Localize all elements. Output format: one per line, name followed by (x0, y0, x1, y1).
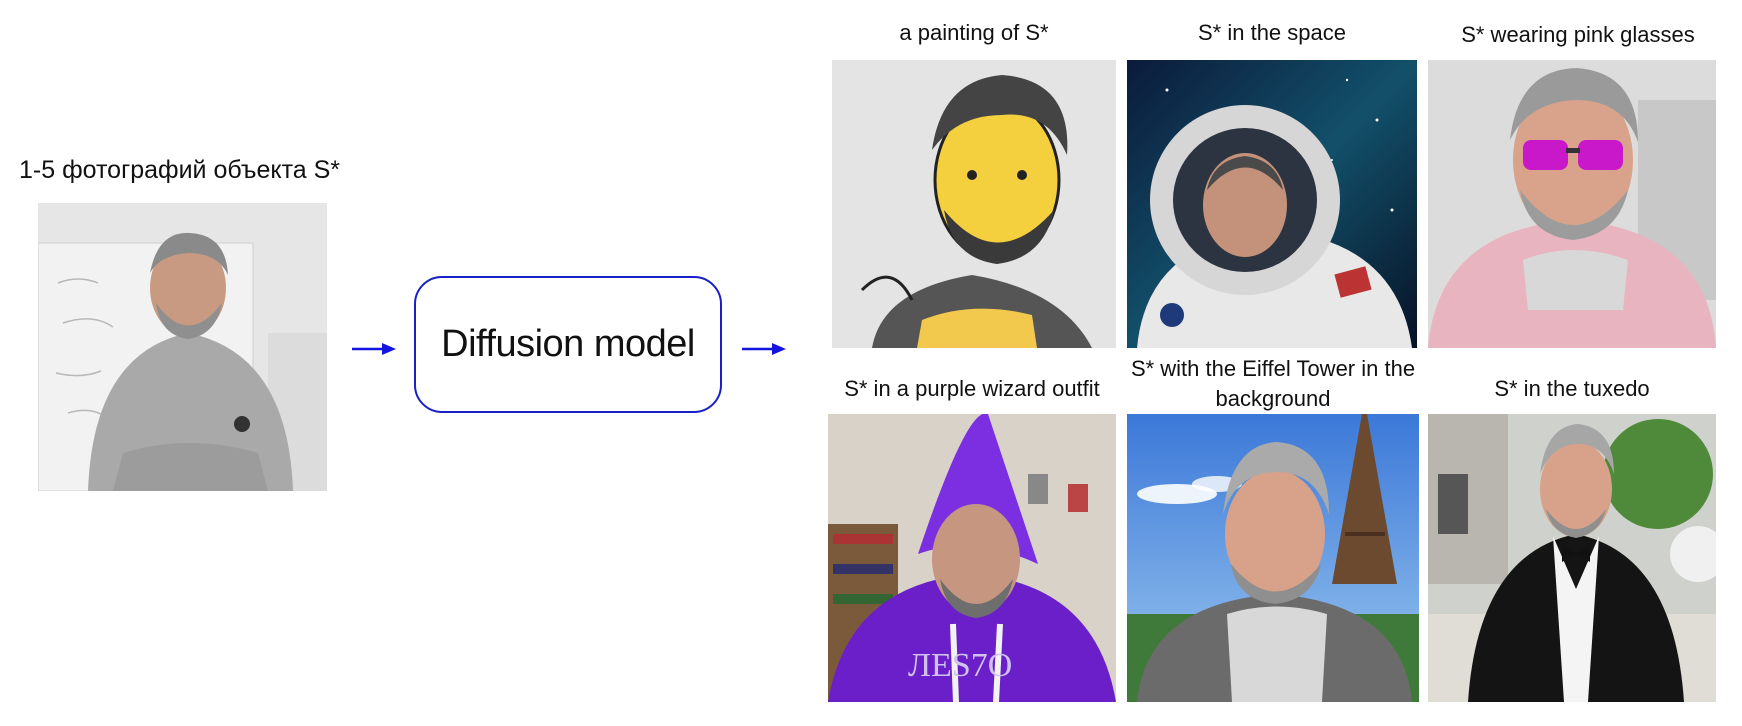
arrow-to-outputs (742, 341, 786, 357)
caption-pink-glasses: S* wearing pink glasses (1461, 22, 1695, 47)
output-wizard-image: ЛES7O (828, 414, 1116, 702)
caption-eiffel: S* with the Eiffel Tower in the backgrou… (1130, 356, 1416, 411)
output-eiffel-image (1127, 414, 1419, 702)
diffusion-model-box: Diffusion model (414, 276, 722, 413)
input-photo (38, 203, 327, 491)
caption-space: S* in the space (1198, 20, 1346, 45)
caption-painting: a painting of S* (899, 20, 1049, 45)
input-title: 1-5 фотографий объекта S* (19, 156, 341, 184)
output-tuxedo-image (1428, 414, 1716, 702)
svg-text:ЛES7O: ЛES7O (908, 647, 1012, 684)
output-space-image (1127, 60, 1417, 348)
caption-tuxedo: S* in the tuxedo (1494, 376, 1650, 401)
arrow-to-model (352, 341, 396, 357)
output-painting-image (832, 60, 1116, 348)
caption-wizard: S* in a purple wizard outfit (844, 376, 1100, 401)
output-pink-glasses-image (1428, 60, 1716, 348)
